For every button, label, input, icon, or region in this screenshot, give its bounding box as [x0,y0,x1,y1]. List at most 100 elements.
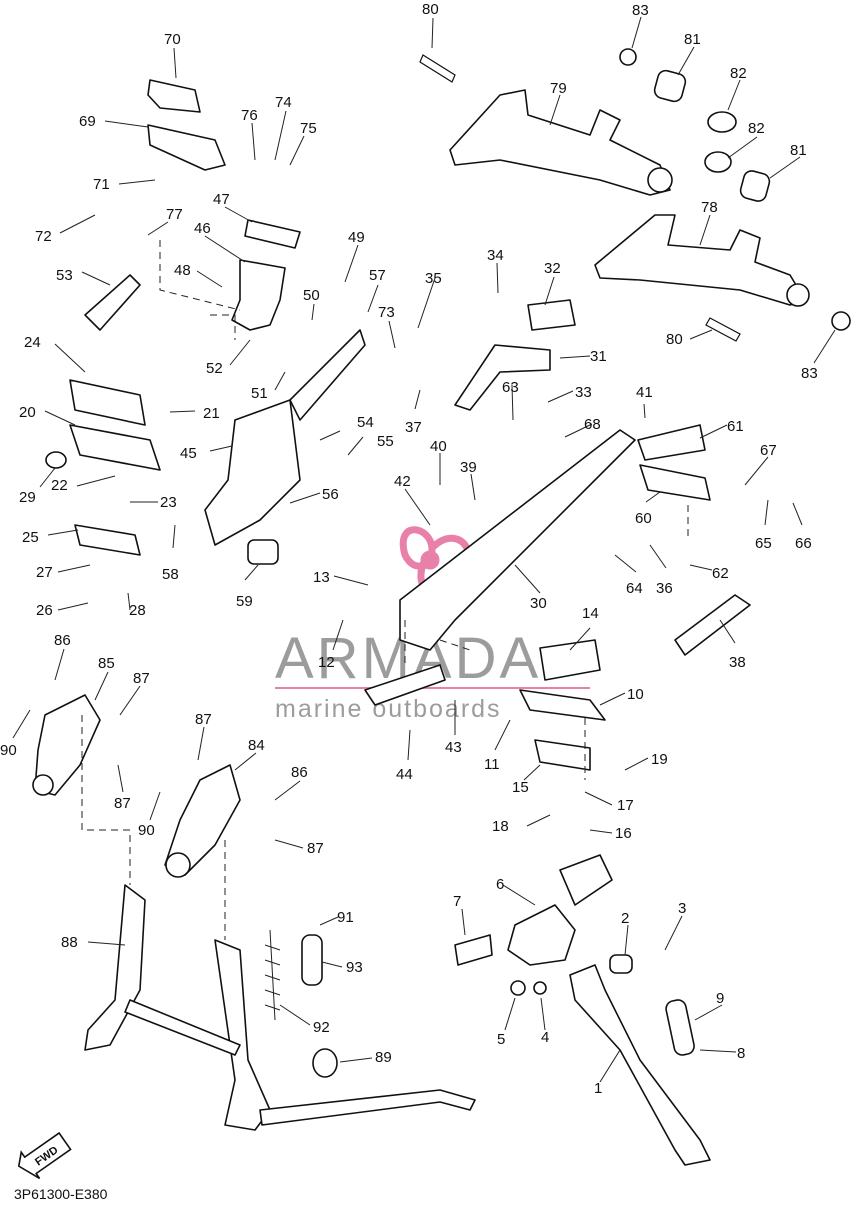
nut-5 [510,980,526,996]
leader-18 [526,814,551,827]
callout-48: 48 [174,262,191,279]
callout-4: 4 [541,1029,549,1046]
callout-42: 42 [394,473,411,490]
callout-88: 88 [61,934,78,951]
callout-86: 86 [291,764,308,781]
leader-16 [589,829,613,834]
lever-link [364,664,446,706]
callout-24: 24 [24,334,41,351]
leader-34 [496,262,499,294]
callout-79: 79 [550,80,567,97]
callout-41: 41 [636,384,653,401]
leader-25 [47,529,79,536]
bushing-81-top [653,69,687,103]
leader-76 [251,122,256,161]
callout-52: 52 [206,360,223,377]
callout-25: 25 [22,529,39,546]
leader-60 [645,491,661,503]
leader-87b [117,764,124,793]
leader-66 [792,502,803,526]
leader-9 [694,1004,723,1021]
callout-2: 2 [621,910,629,927]
callout-87: 87 [307,840,324,857]
callout-58: 58 [162,566,179,583]
callout-61: 61 [727,418,744,435]
bracket-6-top [559,854,613,906]
leader-14 [569,627,591,651]
leader-62 [689,564,713,571]
leader-84 [234,752,257,771]
bracket-bushing-left [647,167,673,193]
leader-71 [118,179,156,185]
leader-4 [540,997,546,1031]
leader-30 [514,564,541,594]
leader-46 [204,235,246,263]
leader-58 [172,524,176,549]
callout-84: 84 [248,737,265,754]
callout-20: 20 [19,404,36,421]
leader-5 [504,997,516,1031]
callout-23: 23 [160,494,177,511]
leader-83b [813,329,836,364]
callout-1: 1 [594,1080,602,1097]
callout-40: 40 [430,438,447,455]
leader-20 [44,410,76,426]
leader-56 [289,492,321,504]
leader-68 [564,423,593,438]
callout-5: 5 [497,1031,505,1048]
rear-footrest-bracket-right [594,214,806,306]
callout-19: 19 [651,751,668,768]
callout-83: 83 [801,365,818,382]
callout-46: 46 [194,220,211,237]
callout-82: 82 [730,65,747,82]
callout-45: 45 [180,445,197,462]
callout-64: 64 [626,580,643,597]
callout-22: 22 [51,477,68,494]
leader-15 [523,764,541,781]
callout-39: 39 [460,459,477,476]
bracket-45 [204,399,301,546]
pad-7 [454,934,493,966]
callout-44: 44 [396,766,413,783]
leader-12 [332,619,344,651]
callout-50: 50 [303,287,320,304]
callout-54: 54 [357,414,374,431]
bracket-31 [454,344,551,411]
leader-45 [209,445,233,452]
assembly-lines [81,240,689,940]
callout-57: 57 [369,267,386,284]
leader-91 [319,916,339,926]
callout-89: 89 [375,1049,392,1066]
leader-22 [76,475,116,487]
leader-44 [407,729,411,761]
leader-78 [699,214,711,246]
callout-14: 14 [582,605,599,622]
leader-55 [347,436,364,456]
callout-67: 67 [760,442,777,459]
leader-74 [274,110,287,161]
callout-78: 78 [701,199,718,216]
center-stand-lever [259,1089,476,1126]
bushing-81-lower [739,170,771,202]
plate-47 [244,219,301,249]
callout-30: 30 [530,595,547,612]
cap-29 [45,451,67,469]
callout-75: 75 [300,120,317,137]
leader-86a [54,648,65,681]
callout-80: 80 [422,1,439,18]
footrest-rubber-14 [539,639,601,681]
callout-labels: 80 83 81 79 82 82 81 78 80 83 70 69 74 7… [0,1,818,1097]
bracket-6 [507,904,576,966]
part-drawings [32,48,851,1166]
footrest-rubber-70 [147,79,201,113]
callout-43: 43 [445,739,462,756]
fwd-arrow: FWD [17,1131,72,1180]
leader-53 [81,271,111,286]
leader-35 [417,277,436,329]
callout-18: 18 [492,818,509,835]
leader-81b [769,156,801,179]
leader-90a [12,709,31,739]
leader-2 [624,924,629,956]
callout-51: 51 [251,385,268,402]
bolt-80-lower [705,317,741,342]
